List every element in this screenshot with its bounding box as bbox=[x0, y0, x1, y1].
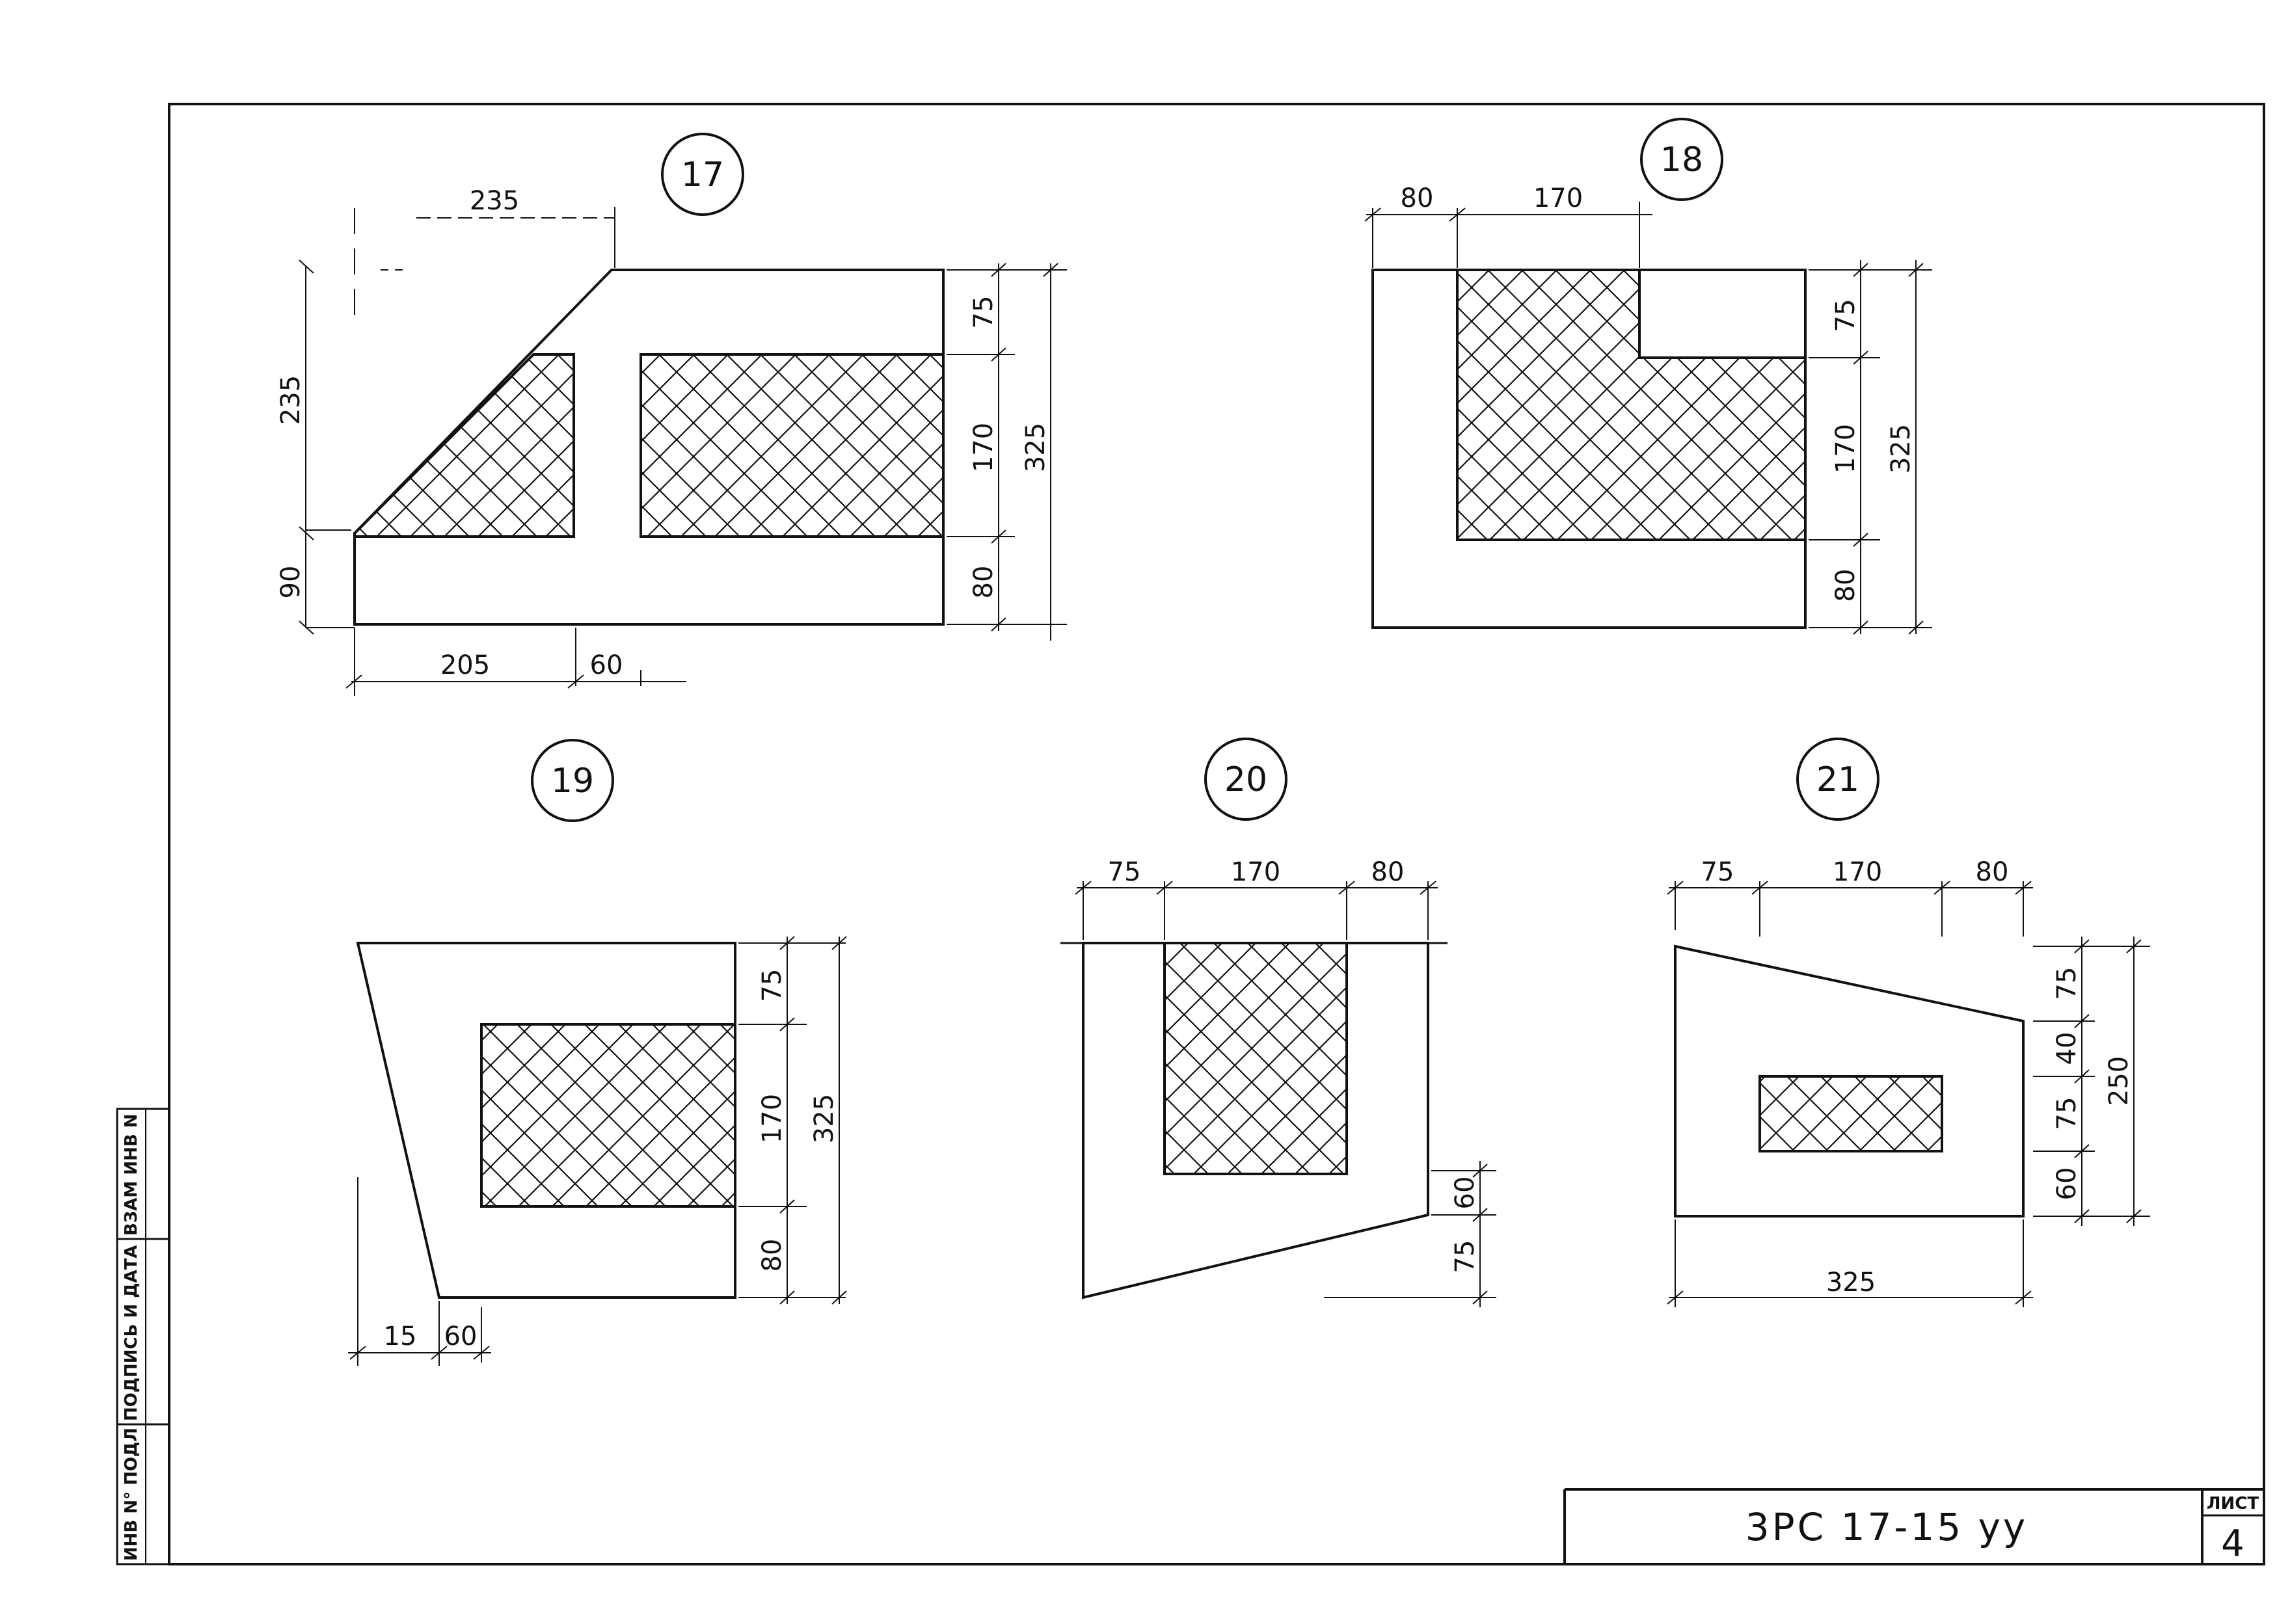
detail-21-dim-250: 250 bbox=[2104, 1056, 2134, 1106]
detail-17: 17 235 235 90 205 60 bbox=[276, 133, 1067, 696]
detail-20-number: 20 bbox=[1224, 760, 1267, 799]
detail-17-dim-205: 205 bbox=[440, 650, 490, 680]
detail-21-number: 21 bbox=[1816, 760, 1859, 799]
detail-19-number: 19 bbox=[551, 762, 594, 801]
detail-21-dim-75a: 75 bbox=[2052, 967, 2082, 1000]
detail-21-dim-40: 40 bbox=[2052, 1032, 2082, 1065]
detail-19-dim-60: 60 bbox=[444, 1322, 478, 1351]
detail-18: 18 80 170 75 170 80 325 bbox=[1364, 118, 1932, 635]
detail-20-dim-75b: 75 bbox=[1450, 1240, 1480, 1273]
detail-18-dim-80: 80 bbox=[1401, 183, 1434, 213]
detail-18-dim-325: 325 bbox=[1886, 424, 1916, 473]
detail-18-dim-75: 75 bbox=[1831, 299, 1861, 332]
detail-21-dim-60: 60 bbox=[2052, 1167, 2082, 1201]
detail-17-dim-75: 75 bbox=[969, 296, 999, 329]
detail-17-dim-height: 235 bbox=[276, 375, 306, 425]
side-stamp: ИНВ N° ПОДЛ ПОДПИСЬ И ДАТА ВЗАМ ИНВ N bbox=[116, 1108, 170, 1565]
detail-18-number: 18 bbox=[1660, 140, 1703, 180]
drawing-frame bbox=[168, 103, 2265, 1565]
detail-21-dim-170: 170 bbox=[1833, 857, 1882, 887]
detail-19: 19 75 170 80 325 15 60 bbox=[348, 739, 847, 1366]
detail-17-dim-top: 235 bbox=[470, 186, 519, 216]
title-block: 3РС 17-15 уу ЛИСТ 4 bbox=[1563, 1488, 2264, 1565]
detail-18-dim-170: 170 bbox=[1831, 424, 1861, 473]
detail-21-dim-75: 75 bbox=[1701, 857, 1734, 887]
detail-18-dim-80b: 80 bbox=[1831, 569, 1861, 602]
side-stamp-replace: ВЗАМ ИНВ N bbox=[122, 1114, 141, 1236]
detail-19-dim-170: 170 bbox=[757, 1094, 787, 1143]
side-stamp-inv: ИНВ N° ПОДЛ bbox=[122, 1428, 141, 1561]
detail-20-dim-170: 170 bbox=[1231, 857, 1280, 887]
detail-20-dim-80: 80 bbox=[1371, 857, 1405, 887]
sheet-code: 3РС 17-15 уу bbox=[1745, 1505, 2028, 1549]
sheet-number: 4 bbox=[2221, 1523, 2244, 1565]
detail-18-dim-170: 170 bbox=[1533, 183, 1583, 213]
detail-21-dim-80: 80 bbox=[1976, 857, 2009, 887]
detail-17-dim-80: 80 bbox=[969, 566, 999, 599]
detail-19-dim-80: 80 bbox=[757, 1239, 787, 1272]
detail-17-dim-325: 325 bbox=[1021, 423, 1051, 472]
detail-20-dim-60: 60 bbox=[1450, 1177, 1480, 1210]
detail-17-dim-base: 90 bbox=[276, 566, 306, 599]
detail-17-dim-170: 170 bbox=[969, 423, 999, 472]
detail-19-dim-325: 325 bbox=[809, 1094, 839, 1143]
detail-20: 20 75 170 80 60 75 bbox=[1060, 738, 1496, 1307]
side-stamp-signature: ПОДПИСЬ И ДАТА bbox=[122, 1245, 141, 1421]
detail-17-dim-60: 60 bbox=[590, 650, 623, 680]
detail-20-dim-75: 75 bbox=[1108, 857, 1141, 887]
detail-17-number: 17 bbox=[681, 155, 724, 194]
detail-19-dim-75: 75 bbox=[757, 969, 787, 1002]
sheet-label: ЛИСТ bbox=[2207, 1494, 2259, 1513]
detail-21-dim-325: 325 bbox=[1826, 1268, 1876, 1298]
detail-21-dim-75b: 75 bbox=[2052, 1097, 2082, 1130]
detail-19-dim-15: 15 bbox=[384, 1322, 417, 1351]
detail-21: 21 75 170 80 75 40 75 60 250 bbox=[1667, 738, 2150, 1307]
